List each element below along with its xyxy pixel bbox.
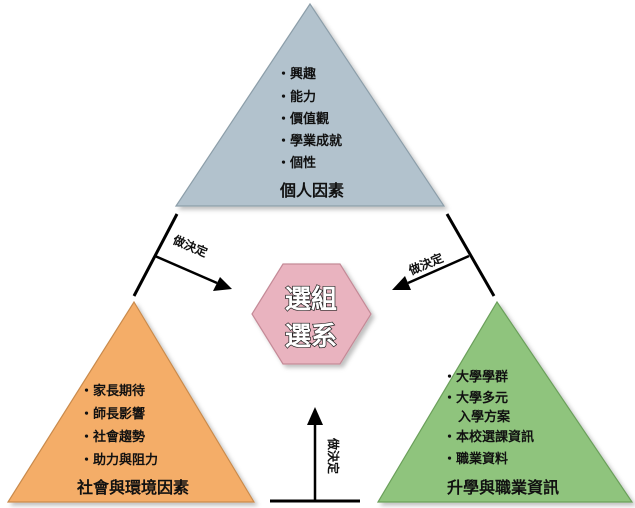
left-arrow-head: [213, 277, 232, 291]
center-label-line2: 選系: [285, 322, 337, 352]
right-arrow-head: [392, 276, 411, 290]
bottom-decide-arrow: 做決定: [270, 407, 360, 503]
career-item: ・大學學群: [443, 369, 508, 385]
bottom-arrow-head: [307, 407, 323, 425]
left-decide-label: 做決定: [170, 232, 210, 260]
social-factors-title: 社會與環境因素: [76, 478, 189, 497]
social-item: ・社會趨勢: [80, 429, 145, 445]
personal-item: ・學業成就: [277, 133, 342, 149]
social-factors-triangle: [6, 300, 256, 503]
career-info-triangle: [376, 300, 634, 503]
right-arrow-shaft: [407, 254, 470, 285]
social-item: ・助力與阻力: [80, 452, 158, 468]
left-decide-arrow: 做決定: [132, 213, 232, 297]
career-item: ・本校選課資訊: [443, 429, 534, 445]
center-hexagon: [251, 263, 372, 365]
career-item: 入學方案: [458, 409, 511, 425]
center-label-line1: 選組: [285, 284, 337, 315]
social-factors-group: ・家長期待 ・師長影響 ・社會趨勢 ・助力與阻力 社會與環境因素: [6, 300, 256, 503]
right-decide-label: 做決定: [405, 250, 445, 278]
personal-item: ・興趣: [277, 66, 317, 82]
personal-item: ・能力: [277, 89, 316, 105]
career-item: ・大學多元: [443, 390, 508, 406]
bottom-decide-label: 做決定: [326, 437, 341, 474]
personal-item: ・價值觀: [277, 111, 329, 127]
right-arrow-bar: [445, 213, 496, 297]
social-item: ・家長期待: [80, 383, 145, 399]
center-group: 選組 選系: [251, 263, 372, 365]
personal-factors-group: ・興趣 ・能力 ・價值觀 ・學業成就 ・個性 個人因素: [174, 2, 446, 207]
left-arrow-shaft: [154, 254, 218, 285]
personal-factors-triangle: [174, 2, 446, 207]
right-decide-arrow: 做決定: [392, 213, 496, 297]
career-item: ・職業資料: [443, 451, 508, 467]
personal-factors-title: 個人因素: [279, 181, 344, 200]
personal-item: ・個性: [277, 155, 316, 171]
career-info-title: 升學與職業資訊: [447, 478, 559, 497]
career-info-group: ・大學學群 ・大學多元 入學方案 ・本校選課資訊 ・職業資料 升學與職業資訊: [376, 300, 634, 503]
social-item: ・師長影響: [80, 406, 145, 422]
